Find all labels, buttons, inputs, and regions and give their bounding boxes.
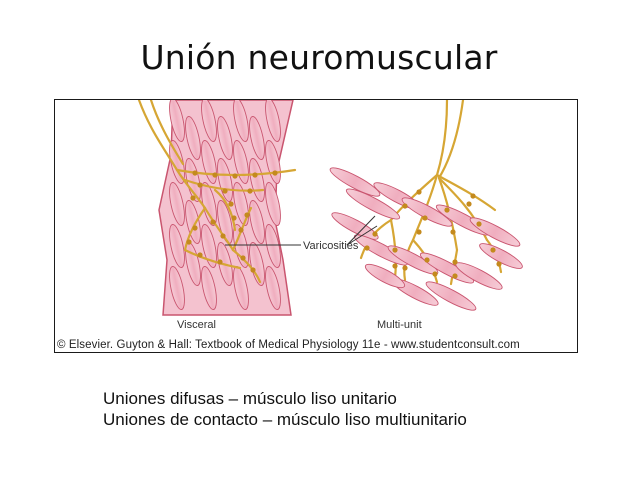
multi-unit-varicosity [424, 257, 430, 263]
multi-unit-muscle-cell [345, 188, 401, 220]
visceral-muscle-cell [217, 157, 233, 203]
visceral-varicosity [190, 195, 196, 201]
multi-unit-muscle-cells [329, 167, 523, 311]
multi-unit-varicosity [496, 261, 502, 267]
visceral-muscle-cell [201, 139, 217, 185]
visceral-varicosity [244, 212, 250, 218]
multi-unit-varicosity [466, 201, 472, 207]
multi-unit-label: Multi-unit [377, 319, 422, 331]
figure-neuromuscular-junction: Varicosities Visceral Multi-unit © Elsev… [54, 99, 578, 353]
visceral-varicosity [212, 172, 218, 178]
multi-unit-varicosity [476, 221, 482, 227]
visceral-varicosity [192, 170, 198, 176]
multi-unit-varicosity [416, 189, 422, 195]
multi-unit-varicosity [372, 231, 378, 237]
visceral-varicosity [272, 170, 278, 176]
multi-unit-muscle-cell [479, 243, 523, 269]
multi-unit-muscle-cell [329, 167, 381, 197]
visceral-varicosity [247, 188, 253, 194]
visceral-muscle-cell [201, 100, 217, 143]
varicosities-label: Varicosities [303, 240, 359, 252]
visceral-muscle-sheet [158, 100, 294, 316]
visceral-muscle-cell [169, 265, 185, 311]
multi-unit-varicosity [422, 215, 428, 221]
multi-unit-varicosity [444, 207, 450, 213]
visceral-muscle-cell [233, 139, 249, 185]
visceral-muscle-cell [185, 115, 201, 161]
visceral-varicosity [240, 255, 246, 261]
visceral-varicosity [228, 201, 234, 207]
multi-unit-varicosity [452, 259, 458, 265]
multi-unit-varicosity [452, 273, 458, 279]
visceral-varicosity [232, 173, 238, 179]
visceral-muscle-cell [169, 139, 185, 185]
visceral-muscle-cell [201, 265, 217, 311]
visceral-muscle-cell [217, 115, 233, 161]
visceral-varicosity [186, 239, 192, 245]
multi-unit-varicosity [416, 229, 422, 235]
visceral-varicosities [186, 170, 278, 273]
multi-unit-varicosity [402, 265, 408, 271]
multi-unit-muscle-cell [387, 245, 439, 275]
visceral-label: Visceral [177, 319, 216, 331]
visceral-varicosity [231, 215, 237, 221]
figure-illustration: Varicosities Visceral Multi-unit [137, 100, 523, 331]
figure-credit: © Elsevier. Guyton & Hall: Textbook of M… [57, 339, 520, 351]
visceral-muscle-cell [169, 100, 185, 143]
bullet-contact-junctions: Uniones de contacto – músculo liso multi… [103, 410, 467, 429]
multi-unit-varicosity [364, 245, 370, 251]
visceral-muscle-cell [265, 100, 281, 143]
varicosities-callout [225, 215, 378, 246]
multi-unit-varicosity [490, 247, 496, 253]
visceral-muscle-cell [233, 100, 249, 143]
multi-unit-varicosity [392, 247, 398, 253]
multi-unit-muscle-cell [419, 252, 475, 284]
multi-unit-varicosity [432, 271, 438, 277]
bullet-list: Uniones difusas – músculo liso unitario … [103, 388, 467, 430]
visceral-muscle-cell [169, 223, 185, 269]
visceral-varicosity [197, 252, 203, 258]
visceral-varicosity [238, 227, 244, 233]
visceral-varicosity [252, 172, 258, 178]
multi-unit-muscle-cell [425, 281, 477, 311]
visceral-muscle-cell [265, 181, 281, 227]
multi-unit-varicosity [450, 229, 456, 235]
multi-unit-varicosity [392, 263, 398, 269]
slide-title: Unión neuromuscular [140, 38, 498, 77]
visceral-varicosity [222, 188, 228, 194]
multi-unit-muscle-cell [364, 263, 406, 289]
visceral-muscle-cell [249, 199, 265, 245]
visceral-muscle-cell [249, 241, 265, 287]
visceral-varicosity [250, 267, 256, 273]
visceral-varicosity [217, 259, 223, 265]
multi-unit-varicosities [364, 189, 502, 279]
visceral-varicosity [220, 233, 226, 239]
bullet-diffuse-junctions: Uniones difusas – músculo liso unitario [103, 389, 397, 408]
multi-unit-muscle-cell [469, 217, 521, 247]
visceral-varicosity [197, 182, 203, 188]
visceral-muscle-cell [201, 223, 217, 269]
visceral-muscle-cell [185, 199, 201, 245]
visceral-muscle-cell [249, 115, 265, 161]
visceral-varicosity [192, 225, 198, 231]
visceral-muscle-cell [169, 181, 185, 227]
visceral-varicosity [210, 219, 216, 225]
visceral-muscle-cell [265, 265, 281, 311]
multi-unit-varicosity [402, 203, 408, 209]
multi-unit-varicosity [470, 193, 476, 199]
